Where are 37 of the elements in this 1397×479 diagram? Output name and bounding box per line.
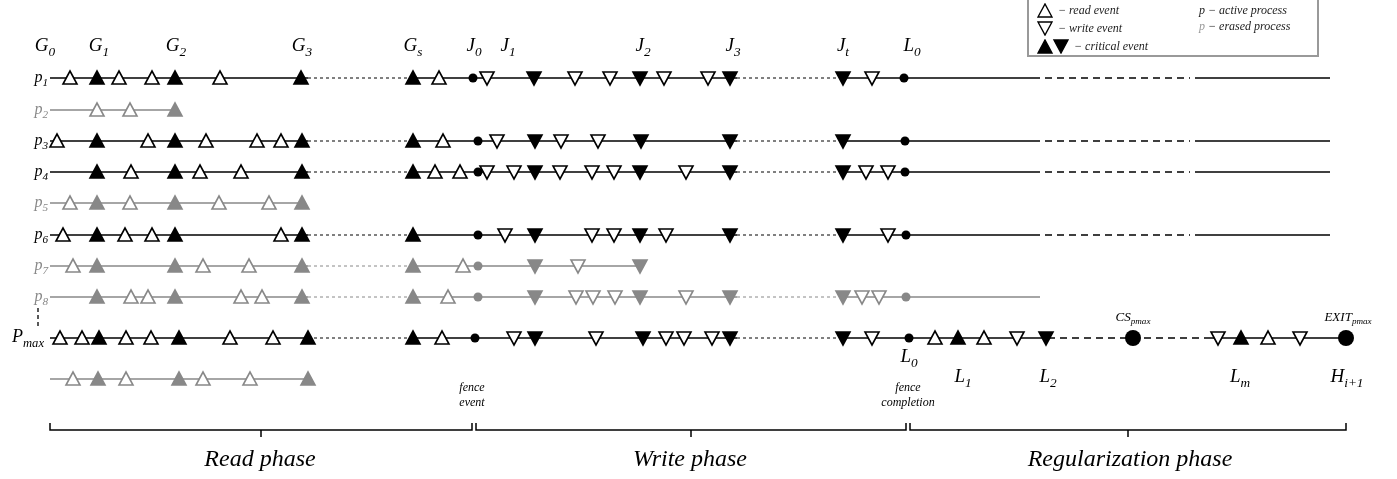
- label: J$_{2}$: [635, 35, 651, 59]
- legend-text: − read event: [1058, 3, 1119, 18]
- label: p$_{2}$: [34, 101, 48, 121]
- label: L$_{2}$: [1039, 366, 1057, 390]
- label: fence completion: [880, 380, 936, 410]
- label: p$_{3}$: [34, 132, 48, 152]
- label: L$_{0}$: [903, 35, 921, 59]
- label: Read phase: [204, 446, 316, 470]
- label: G$_{1}$: [88, 35, 110, 59]
- label: G$_{2}$: [165, 35, 187, 59]
- legend-text: − write event: [1058, 21, 1123, 36]
- legend-text: − critical event: [1074, 39, 1149, 54]
- label: CS$_{pmax}$: [1115, 309, 1151, 327]
- label: Write phase: [633, 446, 747, 470]
- label: p$_{5}$: [34, 194, 48, 214]
- legend-text: p − active process: [1199, 3, 1287, 18]
- label: p$_{8}$: [34, 288, 48, 308]
- label: H$_{i+1}$: [1330, 366, 1364, 390]
- label: Regularization phase: [1027, 446, 1233, 470]
- label: p$_{7}$: [34, 257, 48, 277]
- label: fence event: [458, 380, 486, 410]
- label: P$_{max}$: [12, 326, 44, 350]
- label: L$_{m}$: [1229, 366, 1251, 390]
- legend-text: p − erased process: [1199, 19, 1291, 34]
- label: G$_{3}$: [291, 35, 313, 59]
- label: J$_{3}$: [725, 35, 741, 59]
- label: J$_{0}$: [466, 35, 482, 59]
- label: L$_{1}$: [954, 366, 972, 390]
- label: EXIT$_{pmax}$: [1324, 309, 1372, 327]
- label: p$_{6}$: [34, 226, 48, 246]
- label: G$_{s}$: [403, 35, 423, 59]
- label: J$_{t}$: [836, 35, 850, 59]
- label: L$_{0}$: [900, 346, 918, 370]
- label: J$_{1}$: [500, 35, 516, 59]
- label: p$_{4}$: [34, 163, 48, 183]
- label: G$_{0}$: [34, 35, 56, 59]
- label: p$_{1}$: [34, 69, 48, 89]
